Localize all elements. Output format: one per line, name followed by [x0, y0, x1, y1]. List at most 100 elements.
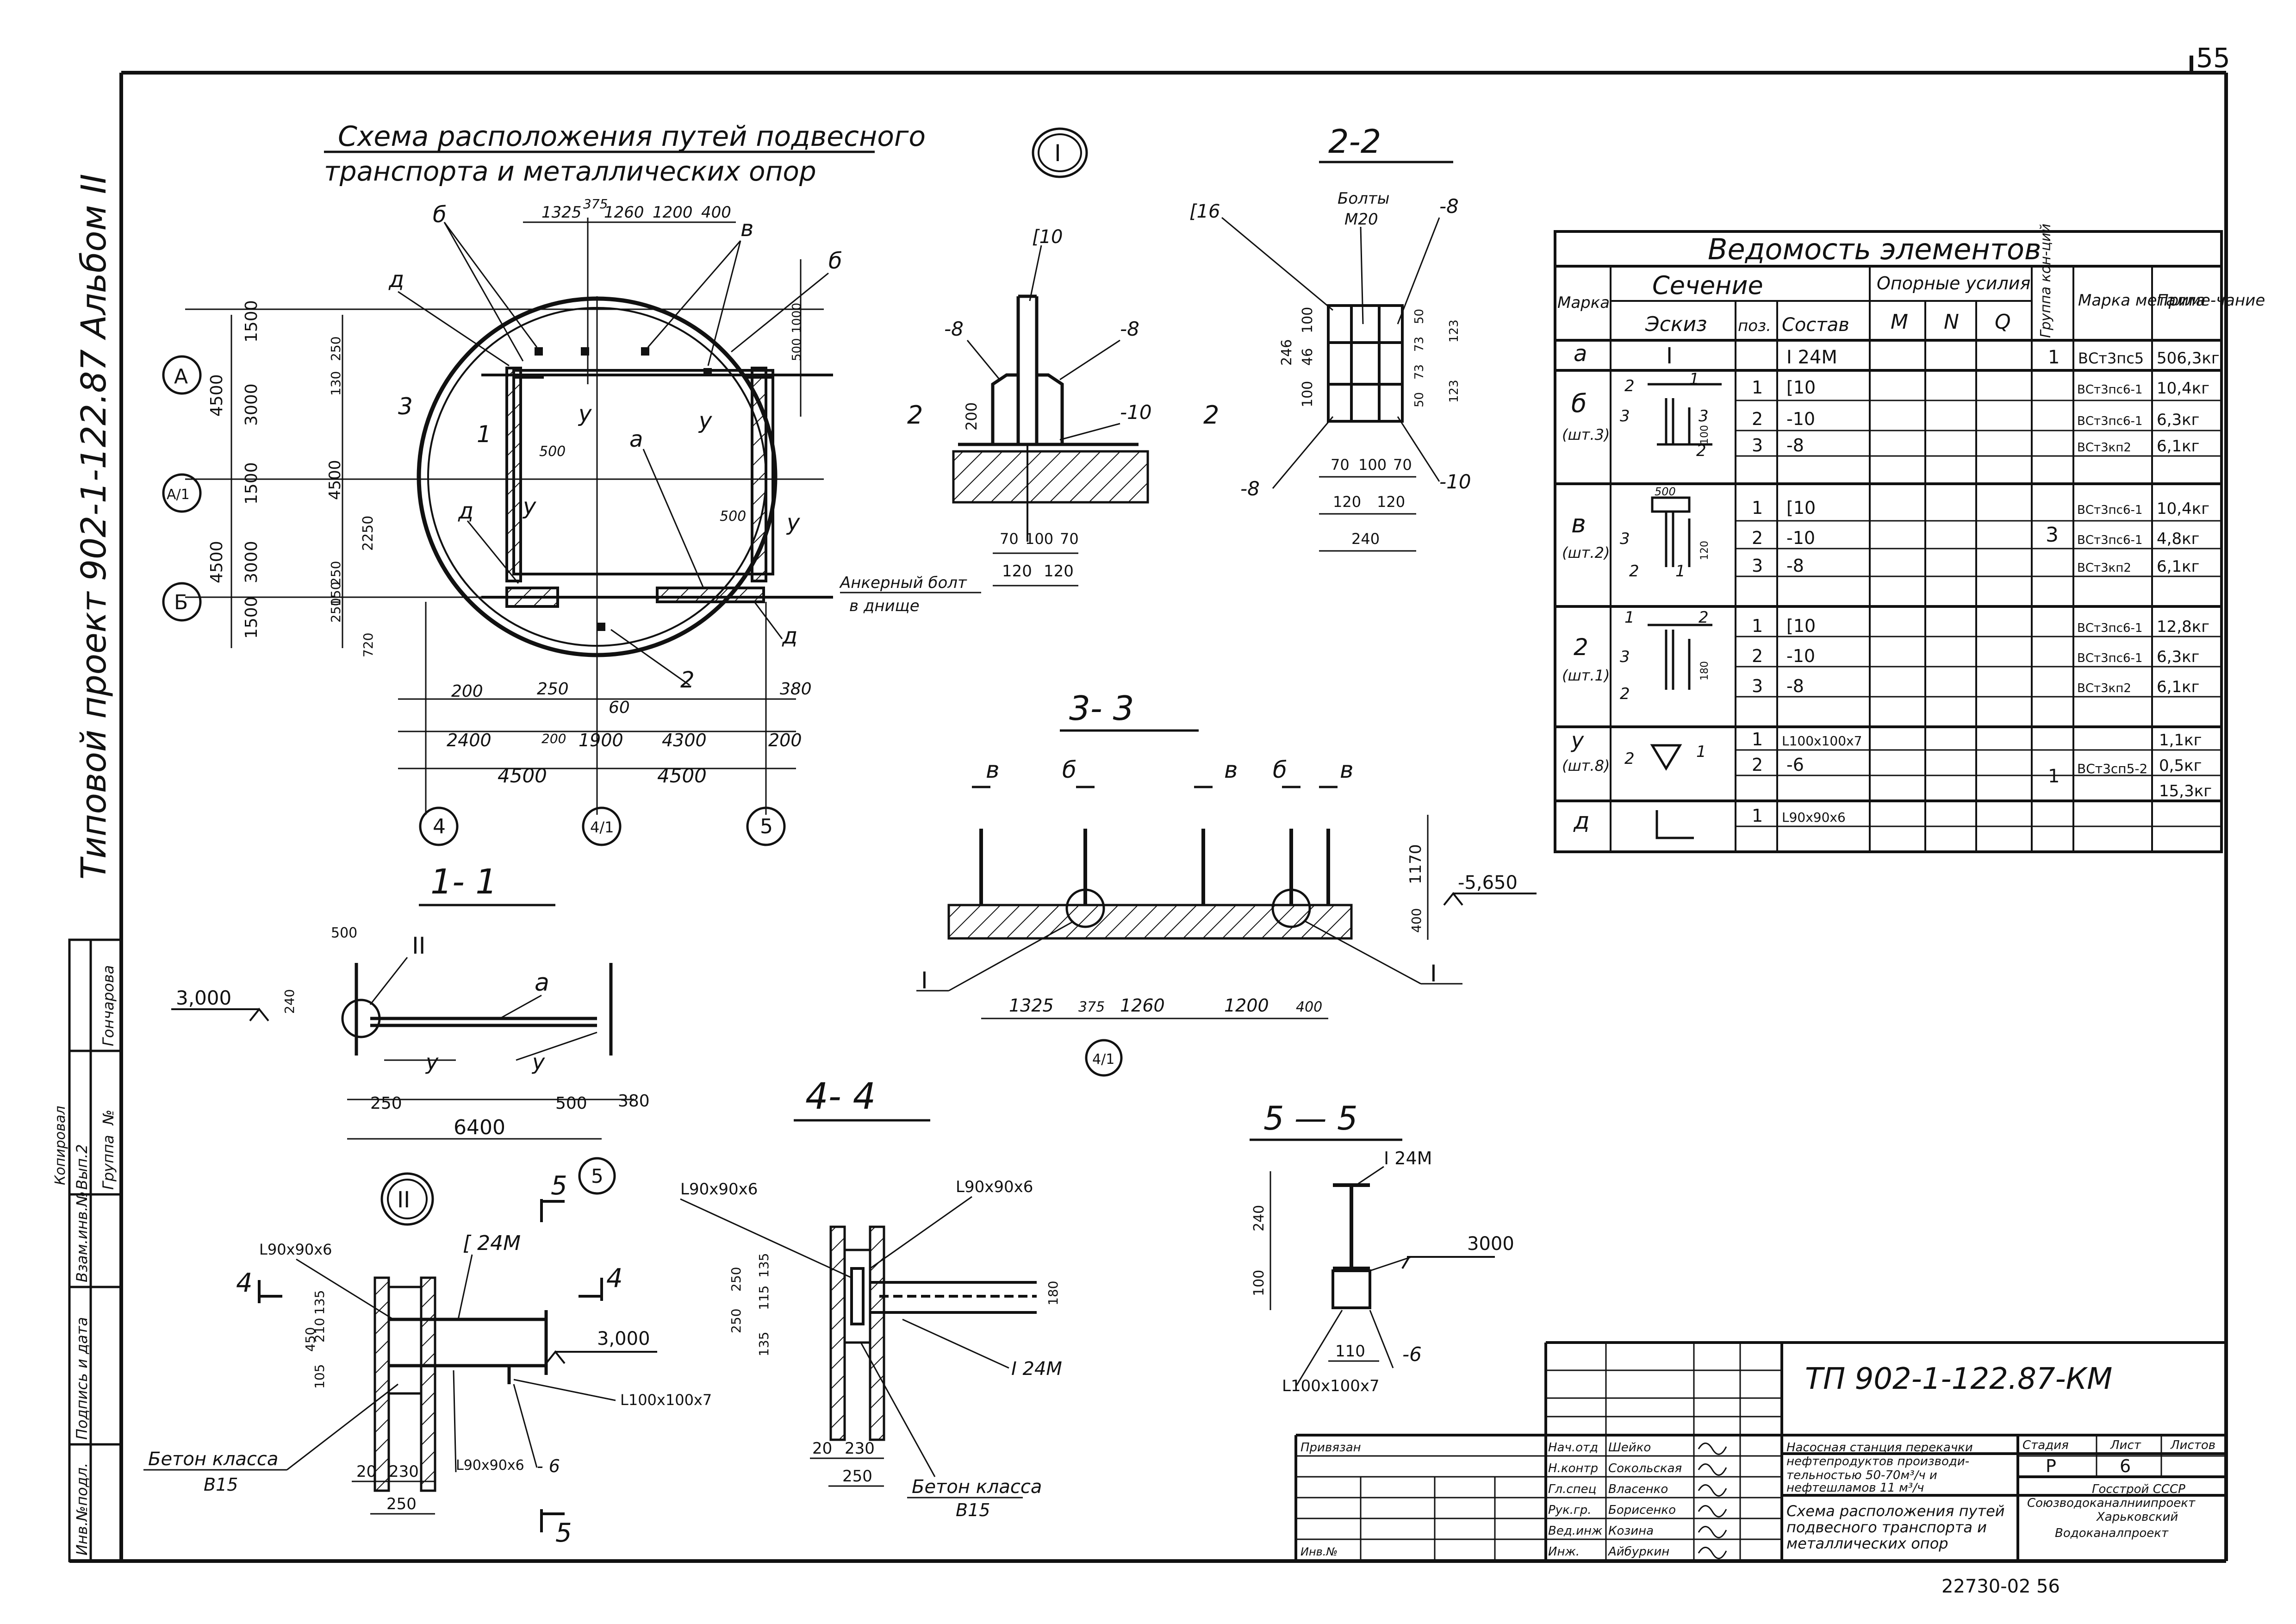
row-b-comp-2: -10 [1786, 409, 1815, 429]
node-I-plate-2: -8 [1120, 318, 1139, 340]
row-2-comp-1: [10 [1786, 616, 1816, 636]
plan-top-dim-3: 1260 [604, 203, 644, 222]
schedule-sketches [1648, 383, 1722, 839]
svg-text:в: в [1340, 756, 1353, 783]
plan-bottom-dim-5: 2400 [447, 730, 492, 750]
element-schedule: Ведомость элементов Марка Сечение Эскиз … [1554, 224, 2265, 853]
section-22-title: 2-2 [1328, 123, 1381, 161]
title-block: ТП 902-1-122.87-КМ Привязан Инв.№ Нач.от… [1294, 1341, 2226, 1561]
row-2-pos-2: 2 [1752, 646, 1763, 666]
row-v-steel-3: ВСт3кп2 [2077, 561, 2131, 575]
organization: Госстрой СССР Союзводоканалниипроект Хар… [2027, 1482, 2196, 1540]
svg-text:73: 73 [1412, 337, 1426, 352]
plan-inner-dim-7: 250 [328, 598, 343, 623]
node-II-mark-4b: 4 [606, 1263, 623, 1293]
schedule-sketch-labels: 2 1 3 3 2 500 3 2 1 1 2 3 2 2 1 [1620, 370, 1709, 768]
node-II-left-dims: 450 105 210 135 [303, 1290, 327, 1389]
plan-top-dim-2: 375 [583, 196, 608, 212]
node-II-channel: [ 24М [463, 1231, 521, 1255]
section-11-dim-240: 240 [282, 989, 297, 1014]
plan-top-dim-4: 1200 [653, 203, 693, 222]
section-22-bolts-1: Болты [1338, 189, 1390, 208]
row-d-pos: 1 [1752, 806, 1763, 826]
svg-text:Шейко: Шейко [1608, 1441, 1651, 1455]
svg-text:у: у [522, 493, 536, 519]
section-44-bottom-dim-1: 20 [812, 1439, 832, 1458]
row-a-sketch: I [1666, 343, 1673, 369]
side-strip: Типовой проект 902-1-122.87 Альбом II Ин… [52, 174, 123, 1562]
node-II-angle-right: L100x100x7 [620, 1391, 712, 1409]
svg-text:2: 2 [1620, 685, 1630, 703]
plan-section-mark-1: 1 [477, 421, 492, 448]
svg-text:2: 2 [1696, 442, 1706, 460]
row-y-mark: у [1570, 728, 1584, 753]
section-11-title: 1- 1 [430, 862, 497, 902]
section-44-angle-2: L90x90x6 [956, 1178, 1033, 1196]
section-5-5: 5 — 5 I 24М 3000 240 100 110 -6 L100x100… [1250, 1099, 1514, 1395]
svg-text:135: 135 [756, 1253, 772, 1278]
title-roles: Нач.отд Н.контр Гл.спец Рук.гр. Вед.инж … [1548, 1441, 1603, 1559]
section-44-concrete-2: В15 [956, 1500, 990, 1520]
plan-left-dim-5: 1500 [242, 596, 261, 639]
plan-inner-dim-3: 4500 [326, 460, 344, 500]
schedule-sketch-dim-2: 120 [1699, 541, 1711, 560]
node-I-plate-3: -10 [1120, 401, 1152, 424]
plan-left-dim-1: 1500 [242, 300, 261, 343]
node-II-angle-bottom: L90x90x6 [456, 1457, 524, 1474]
node-II-mark-4a: 4 [236, 1268, 253, 1298]
row-b-comp-1: [10 [1786, 377, 1816, 398]
row-2-note-2: 6,3кг [2157, 648, 2199, 666]
node-I-dim-1: 200 [963, 402, 980, 431]
svg-text:Б: Б [174, 591, 188, 614]
row-v-comp-1: [10 [1786, 498, 1816, 518]
node-I-channel: [10 [1032, 226, 1063, 248]
row-y-comp-1: L100x100x7 [1782, 733, 1862, 749]
title-names: Шейко Сокольская Власенко Борисенко Кози… [1607, 1441, 1682, 1559]
node-II-mark-5b: 5 [555, 1518, 572, 1548]
svg-text:70: 70 [1393, 456, 1412, 474]
schedule-title: Ведомость элементов [1708, 232, 2041, 266]
svg-text:5: 5 [760, 815, 773, 838]
svg-text:115: 115 [756, 1286, 772, 1310]
section-4-4: 4- 4 L90x90x6 L90x90x6 I 24М 250 250 135… [680, 1076, 1062, 1520]
row-b-note-3: 6,1кг [2157, 437, 2199, 456]
svg-text:46: 46 [1300, 348, 1316, 366]
row-v-sub: (шт.2) [1562, 544, 1610, 562]
section-44-right-dim: 180 [1045, 1281, 1061, 1305]
svg-text:105: 105 [312, 1364, 327, 1389]
row-2-note-1: 12,8кг [2157, 618, 2209, 636]
page-number: 55 [2196, 42, 2230, 74]
support-frame [481, 367, 833, 608]
row-y-steel: ВСт3сп5-2 [2077, 761, 2147, 776]
svg-text:2: 2 [1624, 750, 1635, 768]
section-44-title: 4- 4 [805, 1076, 876, 1118]
svg-text:Харьковский: Харьковский [2096, 1510, 2178, 1524]
node-I-dim-2: 70 [1000, 530, 1019, 548]
row-y-note-1: 1,1кг [2159, 731, 2202, 750]
svg-text:3: 3 [1699, 407, 1709, 425]
row-b-steel-2: ВСт3пс6-1 [2077, 414, 2142, 428]
plan-top-dim-5: 400 [701, 203, 731, 222]
svg-text:3: 3 [1620, 530, 1630, 548]
schedule-sketch-dim-1: 100 [1699, 425, 1711, 444]
svg-text:240: 240 [1351, 530, 1380, 548]
plan-marks: б в б д д д у у у у а 2 500 500 [388, 202, 842, 693]
title-code: ТП 902-1-122.87-КМ [1805, 1362, 2112, 1396]
plan-inner-dim-1: 250 [328, 337, 343, 361]
plan-left-total-2: 4500 [207, 541, 226, 583]
svg-text:1: 1 [1624, 608, 1635, 627]
node-II: II [ 24М L90x90x6 L90x90x6 L100x100x7 - … [143, 1171, 712, 1548]
plan-title-1: Схема расположения путей подвесного [338, 120, 926, 153]
svg-text:1325: 1325 [1009, 995, 1054, 1016]
plan-left-total-1: 4500 [207, 374, 226, 417]
section-55-beam: I 24М [1384, 1148, 1432, 1168]
svg-text:2: 2 [1629, 562, 1639, 581]
row-d-note: 15,3кг [2159, 782, 2212, 800]
col-axis-4-1: 4/1 [582, 806, 622, 846]
row-2-mark: 2 [1574, 634, 1588, 661]
svg-text:у: у [698, 408, 712, 434]
plan-view: Схема расположения путей подвесного тран… [162, 120, 926, 846]
stage-header: Стадия [2022, 1438, 2069, 1452]
row-y-pos-1: 1 [1752, 729, 1763, 750]
row-v-steel-2: ВСт3пс6-1 [2077, 533, 2142, 547]
